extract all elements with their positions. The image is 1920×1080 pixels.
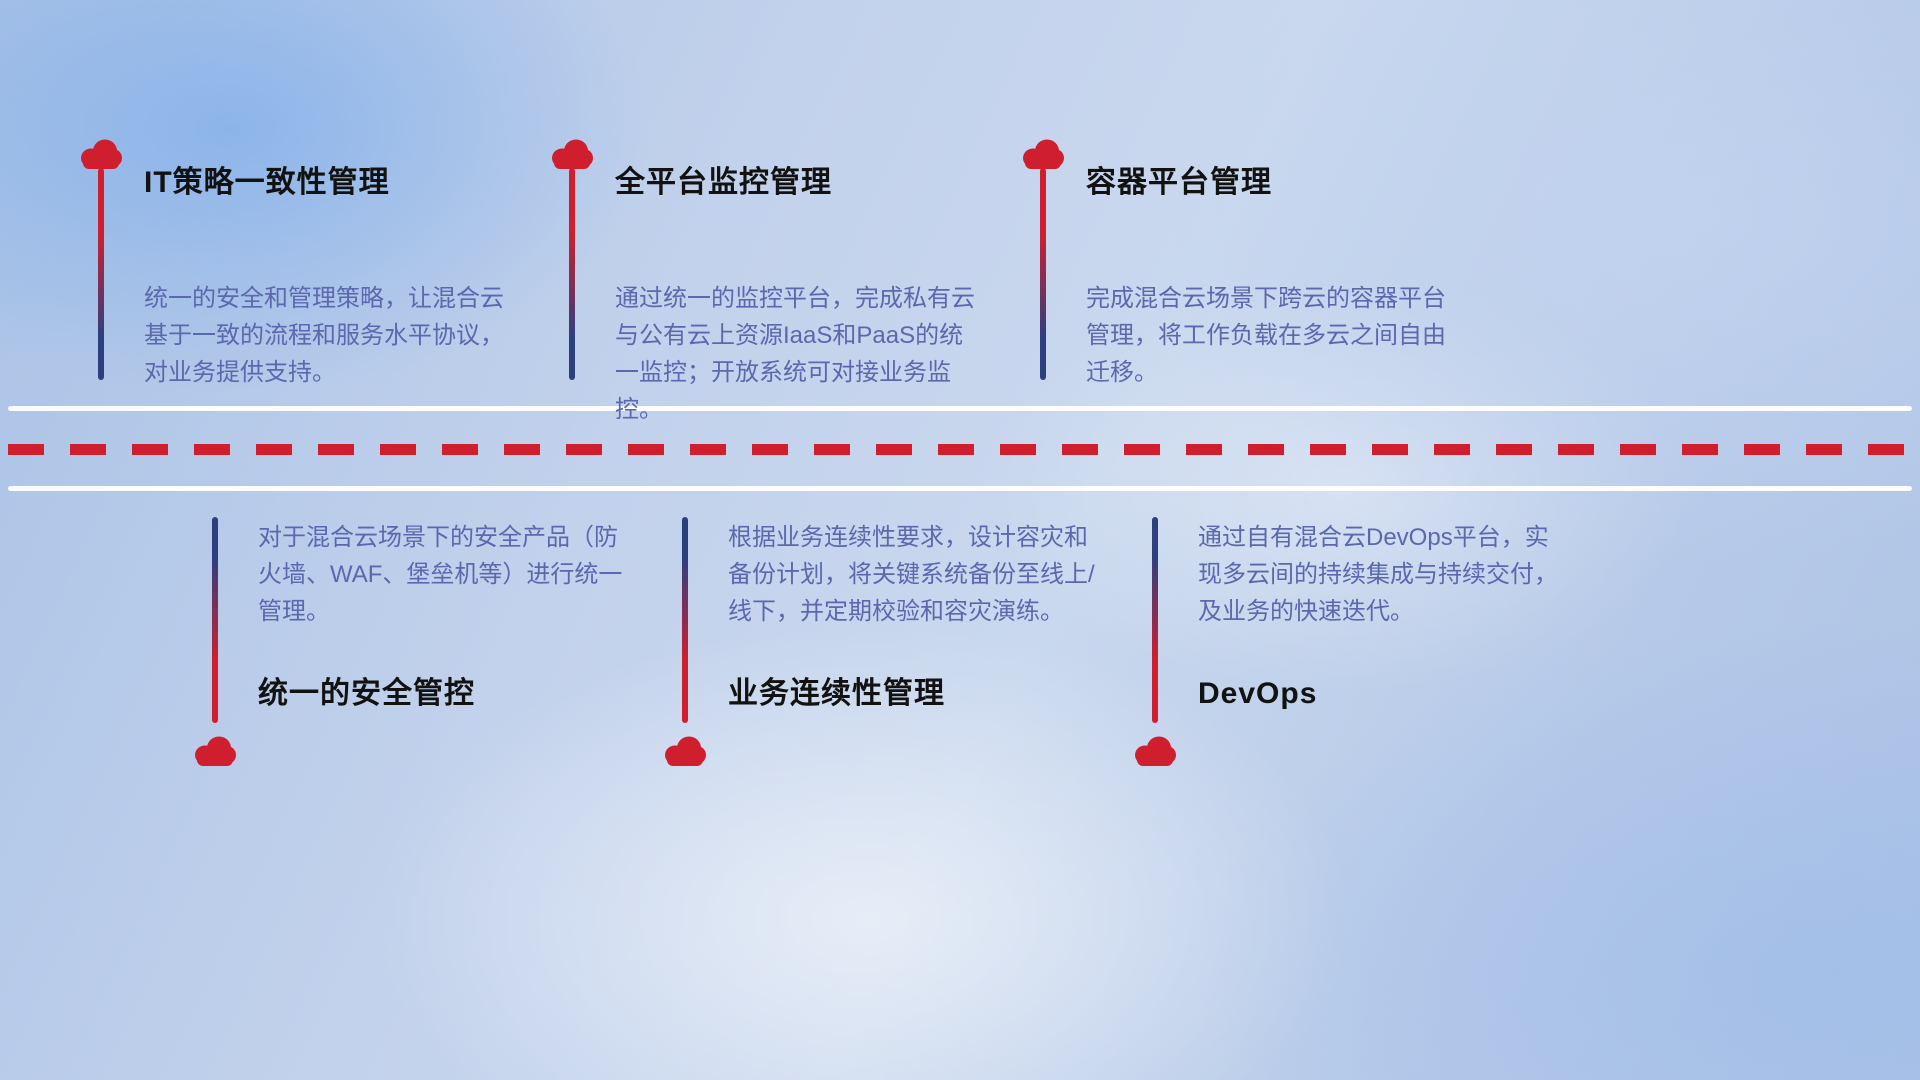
cloud-icon xyxy=(549,136,595,170)
feature-title: 全平台监控管理 xyxy=(615,166,832,199)
feature-item-monitoring: 全平台监控管理 通过统一的监控平台，完成私有云与公有云上资源IaaS和PaaS的… xyxy=(549,136,989,423)
feature-title: DevOps xyxy=(1198,677,1318,710)
feature-description: 对于混合云场景下的安全产品（防火墙、WAF、堡垒机等）进行统一管理。 xyxy=(258,524,623,625)
connector-line xyxy=(569,168,575,380)
cloud-icon xyxy=(1020,136,1066,170)
connector-line xyxy=(1040,168,1046,380)
feature-title: IT策略一致性管理 xyxy=(144,166,390,199)
feature-title: 统一的安全管控 xyxy=(258,677,475,710)
connector-line xyxy=(212,517,218,723)
road-line-bottom xyxy=(8,486,1912,491)
feature-description: 通过自有混合云DevOps平台，实现多云间的持续集成与持续交付，及业务的快速迭代… xyxy=(1198,524,1558,625)
cloud-icon xyxy=(192,733,238,767)
road-line-top xyxy=(8,406,1912,411)
feature-title: 容器平台管理 xyxy=(1086,166,1272,199)
cloud-icon xyxy=(78,136,124,170)
connector-line xyxy=(98,168,104,380)
feature-item-container-platform: 容器平台管理 完成混合云场景下跨云的容器平台管理，将工作负载在多云之间自由迁移。 xyxy=(1020,136,1460,396)
connector-line xyxy=(1152,517,1158,723)
cloud-icon xyxy=(662,733,708,767)
connector-line xyxy=(682,517,688,723)
cloud-icon xyxy=(1132,733,1178,767)
feature-description: 完成混合云场景下跨云的容器平台管理，将工作负载在多云之间自由迁移。 xyxy=(1086,285,1446,386)
feature-description: 统一的安全和管理策略，让混合云基于一致的流程和服务水平协议，对业务提供支持。 xyxy=(144,285,504,386)
feature-item-it-policy: IT策略一致性管理 统一的安全和管理策略，让混合云基于一致的流程和服务水平协议，… xyxy=(78,136,518,396)
feature-item-business-continuity: 根据业务连续性要求，设计容灾和备份计划，将关键系统备份至线上/线下，并定期校验和… xyxy=(662,513,1102,773)
road-dashed-centerline xyxy=(8,444,1912,455)
feature-description: 通过统一的监控平台，完成私有云与公有云上资源IaaS和PaaS的统一监控；开放系… xyxy=(615,285,975,423)
feature-description: 根据业务连续性要求，设计容灾和备份计划，将关键系统备份至线上/线下，并定期校验和… xyxy=(728,524,1095,625)
feature-item-security-control: 对于混合云场景下的安全产品（防火墙、WAF、堡垒机等）进行统一管理。 统一的安全… xyxy=(192,513,632,773)
feature-title: 业务连续性管理 xyxy=(728,677,945,710)
feature-item-devops: 通过自有混合云DevOps平台，实现多云间的持续集成与持续交付，及业务的快速迭代… xyxy=(1132,513,1572,773)
